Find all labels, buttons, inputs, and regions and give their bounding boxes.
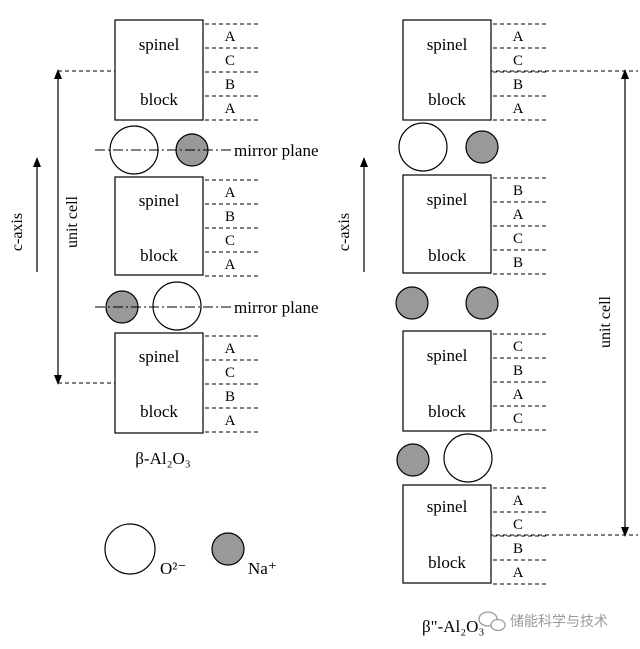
- right-spinel-block-2: spinel block B A C B: [402, 174, 548, 275]
- block-bottom-label: block: [140, 90, 178, 109]
- oxygen-ion: [443, 433, 493, 483]
- left-spinel-block-3: spinel block A C B A: [114, 332, 260, 434]
- stack-letter: C: [225, 365, 235, 381]
- right-spinel-block-4: spinel block A C B A: [402, 484, 548, 585]
- block-top-label: spinel: [427, 346, 468, 365]
- stack-letter: A: [513, 29, 524, 45]
- left-mirror-plane-2: mirror plane: [95, 281, 319, 331]
- stack-letter: C: [513, 517, 523, 533]
- stack-letter: A: [225, 29, 236, 45]
- stack-letter: A: [513, 101, 524, 117]
- block-rect: [402, 484, 492, 584]
- block-top-label: spinel: [139, 35, 180, 54]
- legend: O²⁻ Na⁺: [104, 523, 277, 578]
- right-conduction-plane-2: [395, 286, 499, 320]
- left-c-axis-label: c-axis: [9, 213, 26, 251]
- mirror-plane-label: mirror plane: [234, 298, 319, 317]
- oxygen-ion: [152, 281, 202, 331]
- block-top-label: spinel: [427, 190, 468, 209]
- block-top-label: spinel: [139, 347, 180, 366]
- stack-letter: B: [225, 209, 235, 225]
- block-bottom-label: block: [140, 246, 178, 265]
- block-rect: [114, 176, 204, 276]
- stack-letter: B: [225, 389, 235, 405]
- stack-letter: A: [225, 257, 236, 273]
- block-rect: [402, 19, 492, 121]
- stack-letter: A: [513, 565, 524, 581]
- stack-letter: B: [513, 77, 523, 93]
- right-caption: β"-Al₂O₃: [422, 617, 484, 636]
- block-bottom-label: block: [140, 402, 178, 421]
- stack-letter: B: [513, 541, 523, 557]
- stack-letter: A: [513, 493, 524, 509]
- stack-letter: A: [225, 413, 236, 429]
- stack-letter: A: [513, 387, 524, 403]
- left-spinel-block-2: spinel block A B C A: [114, 176, 260, 277]
- left-mirror-plane-1: mirror plane: [95, 125, 319, 175]
- block-top-label: spinel: [139, 191, 180, 210]
- right-unit-cell-label: unit cell: [597, 295, 614, 348]
- stack-letter: B: [225, 77, 235, 93]
- stack-letter: A: [513, 207, 524, 223]
- block-bottom-label: block: [428, 246, 466, 265]
- block-rect: [402, 174, 492, 274]
- right-conduction-plane-1: [398, 122, 499, 172]
- watermark: 储能科学与技术: [478, 611, 608, 632]
- left-unit-cell-label: unit cell: [64, 195, 81, 248]
- block-rect: [114, 19, 204, 121]
- right-spinel-block-3: spinel block C B A C: [402, 330, 548, 432]
- stack-letter: C: [225, 233, 235, 249]
- left-panel: c-axis unit cell spinel block A C B A: [9, 19, 319, 468]
- stack-letter: A: [225, 101, 236, 117]
- stack-letter: B: [513, 255, 523, 271]
- block-top-label: spinel: [427, 35, 468, 54]
- block-top-label: spinel: [427, 497, 468, 516]
- right-c-axis-label: c-axis: [336, 213, 353, 251]
- stack-letter: A: [225, 341, 236, 357]
- block-rect: [402, 330, 492, 432]
- sodium-ion: [396, 443, 430, 477]
- right-spinel-block-1: spinel block A C B A: [402, 19, 548, 121]
- left-caption: β-Al₂O₃: [135, 449, 191, 468]
- stack-letter: B: [513, 183, 523, 199]
- chat-bubble-icon: [478, 611, 506, 632]
- left-spinel-block-1: spinel block A C B A: [114, 19, 260, 121]
- oxygen-ion: [398, 122, 448, 172]
- stack-letter: C: [513, 53, 523, 69]
- sodium-ion: [465, 286, 499, 320]
- mirror-plane-label: mirror plane: [234, 141, 319, 160]
- right-conduction-plane-3: [396, 433, 493, 483]
- block-bottom-label: block: [428, 402, 466, 421]
- stack-letter: B: [513, 363, 523, 379]
- stack-letter: C: [513, 339, 523, 355]
- sodium-ion: [465, 130, 499, 164]
- stack-letter: C: [225, 53, 235, 69]
- block-bottom-label: block: [428, 90, 466, 109]
- legend-oxygen-ion: [104, 523, 156, 575]
- right-panel: c-axis unit cell spinel block A C B A: [336, 19, 638, 636]
- stack-letter: C: [513, 231, 523, 247]
- stack-letter: A: [225, 185, 236, 201]
- sodium-ion: [395, 286, 429, 320]
- stack-letter: C: [513, 411, 523, 427]
- legend-oxygen-label: O²⁻: [160, 559, 186, 578]
- block-rect: [114, 332, 204, 434]
- legend-sodium-ion: [211, 532, 245, 566]
- watermark-text: 储能科学与技术: [510, 614, 608, 630]
- block-bottom-label: block: [428, 553, 466, 572]
- legend-sodium-label: Na⁺: [248, 559, 277, 578]
